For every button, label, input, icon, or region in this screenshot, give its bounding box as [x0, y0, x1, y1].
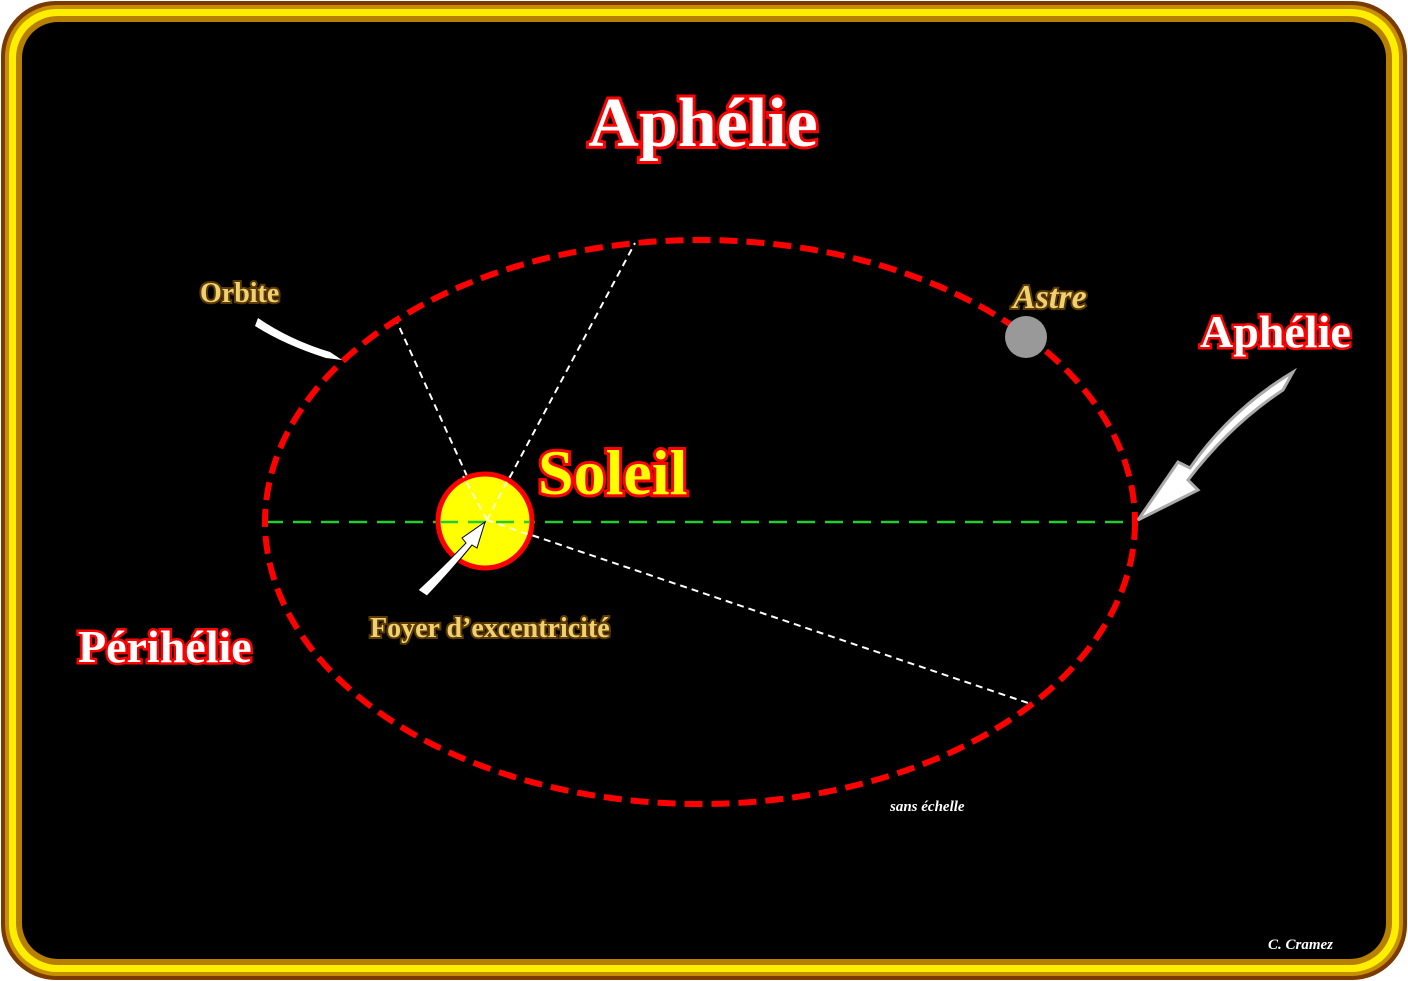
orbit-ellipse: [262, 237, 1138, 807]
orbit-label: Orbite: [200, 278, 279, 309]
sun: [435, 471, 535, 571]
scale-note: sans échelle: [889, 799, 965, 815]
aphelion-arrow-icon: [1136, 367, 1298, 522]
perihelion-label: Périhélie: [78, 621, 252, 672]
focus-arrow-icon: [417, 520, 486, 597]
page-title: Aphélie: [588, 85, 817, 162]
body-label: Astre: [1011, 279, 1087, 316]
focus-label: Foyer d’excentricité: [370, 613, 610, 644]
orbit-arrow-icon: [255, 318, 342, 360]
author-credit: C. Cramez: [1268, 937, 1333, 953]
celestial-body: [1005, 316, 1047, 358]
aphelion-label: Aphélie: [1200, 306, 1351, 357]
sun-label: Soleil: [538, 437, 687, 508]
diagram-background: [22, 22, 1386, 959]
